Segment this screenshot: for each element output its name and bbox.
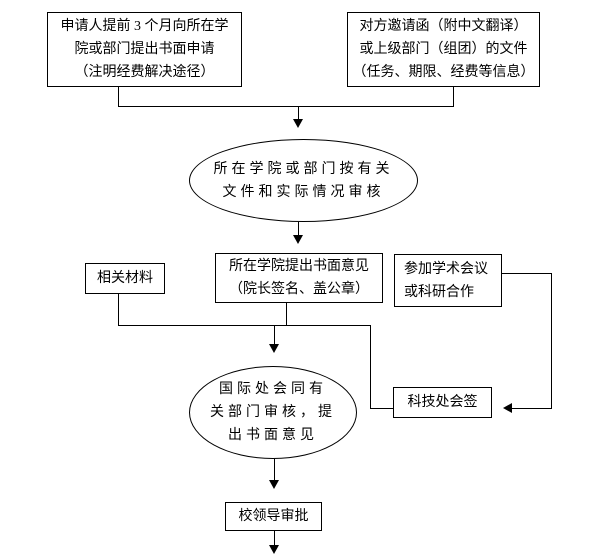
node-text-line: 申请人提前 3 个月向所在学 (60, 19, 229, 34)
connector-applicant-down (118, 87, 119, 106)
node-text-line: 出书面意见 (228, 428, 318, 443)
arrowhead-to-leader (269, 480, 279, 489)
node-text-line: （任务、期限、经费等信息） (352, 65, 535, 80)
node-text-line: 国际处会同有 (219, 382, 327, 397)
node-intl-office-review: 国际处会同有 关部门审核，提 出书面意见 (189, 366, 357, 459)
connector-top-merge (118, 106, 454, 107)
node-text-line: 科技处会签 (407, 395, 478, 410)
node-text-line: 对方邀请函（附中文翻译） (359, 19, 528, 34)
node-text-line: 所在学院或部门按有关 (213, 161, 394, 177)
connector-purpose-to-scitech (512, 408, 552, 409)
connector-to-college-review (298, 106, 299, 120)
node-related-materials: 相关材料 (85, 263, 165, 294)
node-invitation-docs: 对方邀请函（附中文翻译） 或上级部门（组团）的文件 （任务、期限、经费等信息） (347, 12, 540, 87)
node-applicant-request: 申请人提前 3 个月向所在学 院或部门提出书面申请 （注明经费解决途径） (47, 12, 242, 87)
node-text-line: （注明经费解决途径） (74, 65, 215, 80)
connector-intl-to-leader (274, 459, 275, 480)
node-text-line: 参加学术会议 (404, 261, 488, 277)
connector-branch-to-scitech (370, 408, 393, 409)
connector-review-to-opinion (298, 222, 299, 236)
arrowhead-leader-out (269, 545, 279, 554)
node-college-review: 所在学院或部门按有关 文件和实际情况审核 (189, 139, 418, 222)
node-text-line: 院或部门提出书面申请 (74, 42, 215, 57)
node-college-opinion: 所在学院提出书面意见 （院长签名、盖公章） (215, 253, 383, 303)
node-text-line: 相关材料 (97, 271, 153, 286)
node-text-line: 所在学院提出书面意见 (229, 259, 369, 274)
arrowhead-review-to-opinion (293, 235, 303, 244)
node-text-line: 关部门审核，提 (210, 405, 336, 420)
connector-to-intl-review (274, 325, 275, 344)
arrowhead-to-scitech (503, 403, 512, 413)
arrowhead-to-college-review (293, 119, 303, 128)
connector-opinion-down (286, 303, 287, 325)
connector-purpose-down (551, 273, 552, 409)
arrowhead-to-intl-review (269, 344, 279, 353)
node-text-line: （院长签名、盖公章） (229, 282, 369, 297)
node-leader-approval: 校领导审批 (225, 502, 322, 531)
connector-materials-down (118, 294, 119, 325)
node-text-line: 或科研合作 (404, 284, 474, 300)
node-text-line: 校领导审批 (238, 509, 309, 524)
connector-leader-down (274, 531, 275, 545)
node-text-line: 文件和实际情况审核 (222, 184, 385, 200)
node-text-line: 或上级部门（组团）的文件 (359, 42, 528, 57)
connector-invitation-down (453, 87, 454, 106)
node-scitech-countersign: 科技处会签 (393, 387, 492, 418)
node-purpose: 参加学术会议 或科研合作 (394, 254, 502, 307)
connector-purpose-right (502, 273, 552, 274)
connector-branch-down (370, 325, 371, 408)
connector-mid-merge (118, 325, 371, 326)
